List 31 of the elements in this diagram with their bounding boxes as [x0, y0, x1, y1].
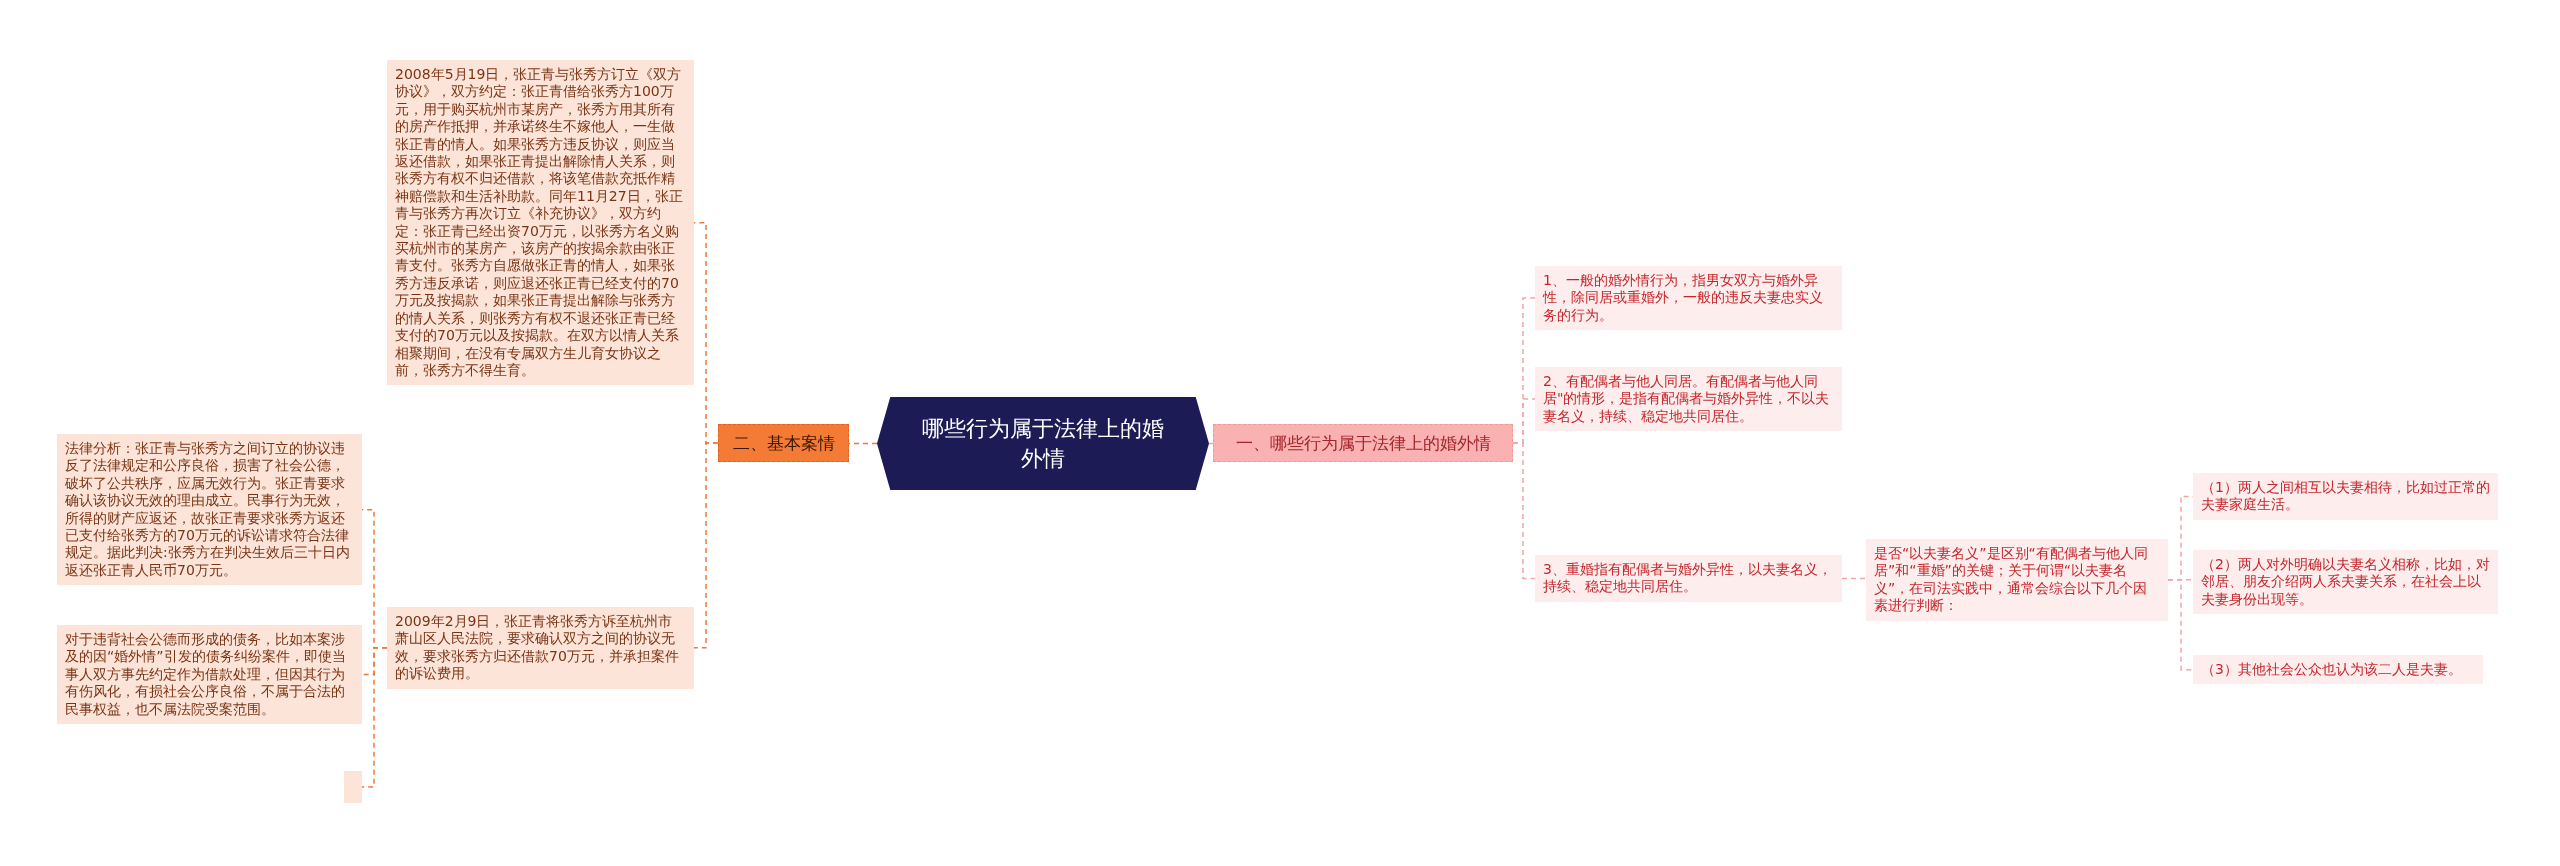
- topic-title: 哪些行为属于法律上的婚外情: [921, 414, 1165, 473]
- connector-line: [2167, 579, 2194, 671]
- card-text: 2、有配偶者与他人同居。有配偶者与他人同居"的情形，是指有配偶者与婚外异性，不以夫妻名义，持续、稳定地共同居住。: [1543, 373, 1831, 426]
- card-text: 3、重婚指有配偶者与婚外异性，以夫妻名义，持续、稳定地共同居住。: [1543, 561, 1833, 596]
- card-text: （1）两人之间相互以夫妻相待，比如过正常的夫妻家庭生活。: [2201, 479, 2490, 514]
- text-card: [1535, 367, 1842, 432]
- branch-topic: [1213, 424, 1513, 462]
- connector-line: [361, 647, 388, 788]
- card-text: 对于违背社会公德而形成的债务，比如本案涉及的因“婚外情”引发的债务纠纷案件，即使当事人双方事先约定作为借款处理，但因其行为有伤风化，有损社会公序良俗，不属于合法的民事权益，也不属法院受案范围。: [65, 631, 347, 719]
- card-text: 二、基本案情: [731, 432, 836, 455]
- text-card: [2193, 473, 2498, 520]
- central-topic: [877, 397, 1209, 490]
- card-text: （3）其他社会公众也认为该二人是夫妻。: [2201, 661, 2463, 679]
- card-text: 是否“以夫妻名义”是区别“有配偶者与他人同居”和“重婚”的关键；关于何谓“以夫妻名义”，在司法实践中，通常会综合以下几个因素进行判断：: [1874, 545, 2149, 615]
- text-card: [1535, 555, 1842, 602]
- card-text: 一、哪些行为属于法律上的婚外情: [1234, 432, 1492, 455]
- card-text: （2）两人对外明确以夫妻名义相称，比如，对邻居、朋友介绍两人系夫妻关系，在社会上以夫妻身份出现等。: [2201, 556, 2490, 609]
- card-text: 2009年2月9日，张正青将张秀方诉至杭州市萧山区人民法院，要求确认双方之间的协议无效，要求张秀方归还借款70万元，并承担案件的诉讼费用。: [395, 613, 680, 683]
- connector-line: [1208, 442, 1214, 445]
- empty-box: [344, 771, 362, 803]
- card-text: 2008年5月19日，张正青与张秀方订立《双方协议》，双方约定：张正青借给张秀方100万元，用于购买杭州市某房产，张秀方用其所有的房产作抵押，并承诺终生不嫁他人，一生做张正青的情人。如果张秀方违反协议，则应当返还借款，如果张正青提出解除情人关系，则张秀方有权不归还借款，将该笔借款充抵作精神赔偿款和生活补助款。同年11月27日，张正青与张秀方再次订立《补充协议》，双方约定：张正青已经出资70万元，以张秀方名义购买杭州市的某房产，该房产的按揭余款由张正青支付。张秀方自愿做张正青的情人，如果张秀方违反承诺，则应退还张正青已经支付的70万元及按揭款，如果张正青提出解除与张秀方的情人关系，则张秀方有权不退还张正青已经支付的70万元以及按揭款。在双方以情人关系相聚期间，在没有专属双方生儿育女协议之前，张秀方不得生育。: [395, 66, 684, 380]
- branch-topic: [718, 424, 849, 462]
- card-text: 法律分析：张正青与张秀方之间订立的协议违反了法律规定和公序良俗，损害了社会公德，破坏了公共秩序，应属无效行为。张正青要求确认该协议无效的理由成立。民事行为无效，所得的财产应返还，故张正青要求张秀方返还已支付给张秀方的70万元的诉讼请求符合法律规定。据此判决:张秀方在判决生效后三十日内返还张正青人民币70万元。: [65, 440, 351, 580]
- connector-line: [693, 442, 719, 649]
- text-card: [1866, 539, 2168, 621]
- text-card: [1535, 266, 1842, 331]
- connector-line: [1841, 577, 1867, 580]
- connector-line: [1512, 442, 1536, 580]
- text-card: [57, 625, 362, 725]
- card-text: 1、一般的婚外情行为，指男女双方与婚外异性，除同居或重婚外，一般的违反夫妻忠实义务的行为。: [1543, 272, 1824, 325]
- text-card: [387, 607, 694, 689]
